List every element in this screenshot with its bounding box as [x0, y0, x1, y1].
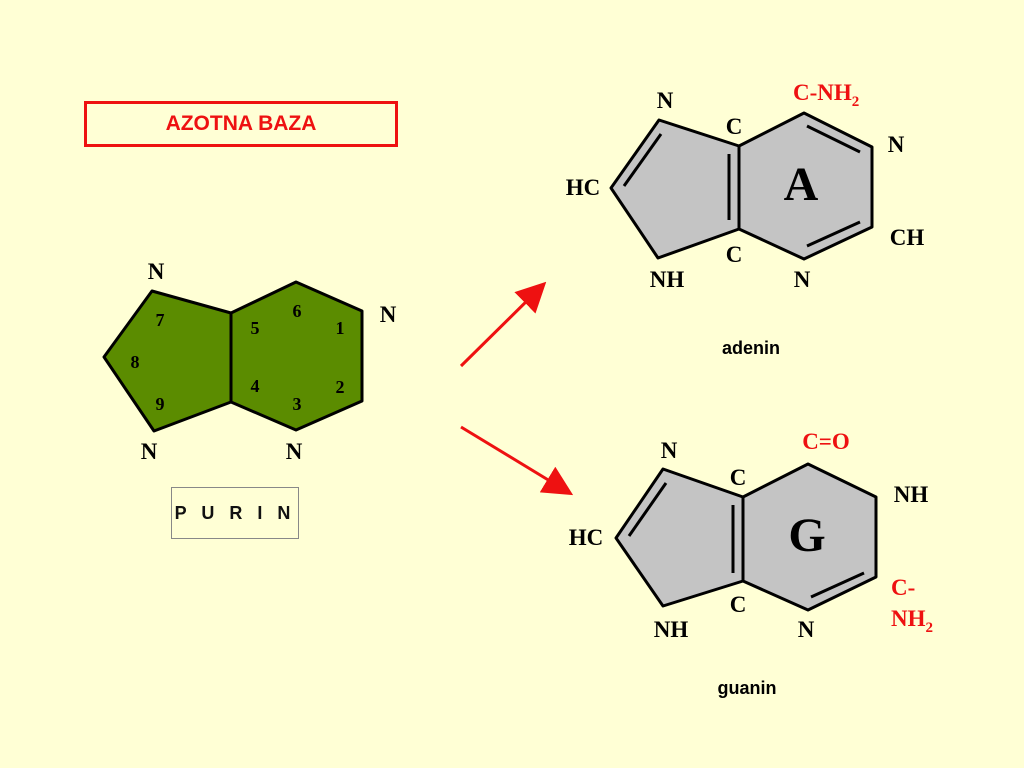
guanin-atom-n-bottom: N	[798, 617, 815, 642]
adenin-double-bond-3	[806, 124, 861, 154]
adenin-pyrimidine-ring	[737, 111, 874, 261]
guanin-amino-subscript: 2	[926, 620, 934, 636]
adenin-amino-subscript: 2	[852, 94, 860, 110]
adenin-atom-n-top: N	[657, 88, 674, 113]
purin-caption: P U R I N	[174, 502, 296, 523]
purin-number-8: 8	[131, 352, 140, 372]
adenin-atom-c-top: C	[726, 114, 743, 139]
adenin-letter: A	[784, 158, 819, 211]
purin-number-6: 6	[293, 301, 302, 321]
guanin-atom-n-top: N	[661, 438, 678, 463]
purin-number-4: 4	[251, 376, 260, 396]
guanin-pyrimidine-ring	[741, 462, 878, 612]
guanin-atom-c-top: C	[730, 465, 747, 490]
guanin-structure: G N C HC C NH N NH C=O C- NH2 guanin	[569, 429, 933, 698]
purin-number-7: 7	[156, 310, 165, 330]
purin-atom-n-top: N	[148, 259, 165, 284]
arrow-to-adenin	[459, 281, 547, 368]
purin-atom-n-bottom-left: N	[141, 439, 158, 464]
guanin-amino-group: NH2	[891, 606, 933, 636]
guanin-imidazole-ring	[614, 467, 745, 608]
adenin-amino-main: C-NH	[793, 80, 852, 105]
guanin-double-bond-3	[810, 571, 865, 599]
purin-number-9: 9	[156, 394, 165, 414]
guanin-double-bond-1	[627, 482, 668, 537]
purin-number-5: 5	[251, 318, 260, 338]
arrow-to-guanin	[460, 425, 574, 496]
adenin-amino-group: C-NH2	[793, 80, 859, 110]
page-title: AZOTNA BAZA	[165, 112, 317, 135]
purin-atom-n-bottom-mid: N	[286, 439, 303, 464]
adenin-double-bond-1	[622, 133, 663, 187]
guanin-carbonyl-group: C=O	[802, 429, 850, 454]
purin-structure: N N N N 1 2 3 4 5 6 7 8 9	[102, 259, 397, 464]
guanin-amino-line1: C-	[891, 575, 915, 600]
adenin-atom-ch: CH	[890, 225, 925, 250]
guanin-atom-c-bottom: C	[730, 592, 747, 617]
adenin-atom-c-bottom: C	[726, 242, 743, 267]
guanin-atom-nh-left: NH	[654, 617, 689, 642]
guanin-atom-hc: HC	[569, 525, 604, 550]
purin-caption-box: P U R I N	[171, 487, 299, 539]
guanin-letter: G	[788, 509, 825, 562]
purin-number-2: 2	[336, 377, 345, 397]
adenin-double-bond-4	[806, 220, 861, 248]
purin-number-1: 1	[336, 318, 345, 338]
guanin-atom-nh-right: NH	[894, 482, 929, 507]
purin-number-3: 3	[293, 394, 302, 414]
adenin-atom-n-right: N	[888, 132, 905, 157]
purin-atom-n-right: N	[380, 302, 397, 327]
adenin-structure: A N C HC C NH N N CH C-NH2 adenin	[566, 80, 925, 358]
guanin-amino-main: NH	[891, 606, 926, 631]
adenin-atom-nh: NH	[650, 267, 685, 292]
title-box: AZOTNA BAZA	[84, 101, 398, 147]
adenin-caption: adenin	[722, 338, 780, 358]
purin-imidazole-ring	[102, 289, 233, 433]
guanin-caption: guanin	[718, 678, 777, 698]
adenin-imidazole-ring	[609, 118, 741, 260]
purin-pyrimidine-ring	[229, 280, 364, 432]
adenin-atom-hc: HC	[566, 175, 601, 200]
adenin-atom-n-bottom: N	[794, 267, 811, 292]
